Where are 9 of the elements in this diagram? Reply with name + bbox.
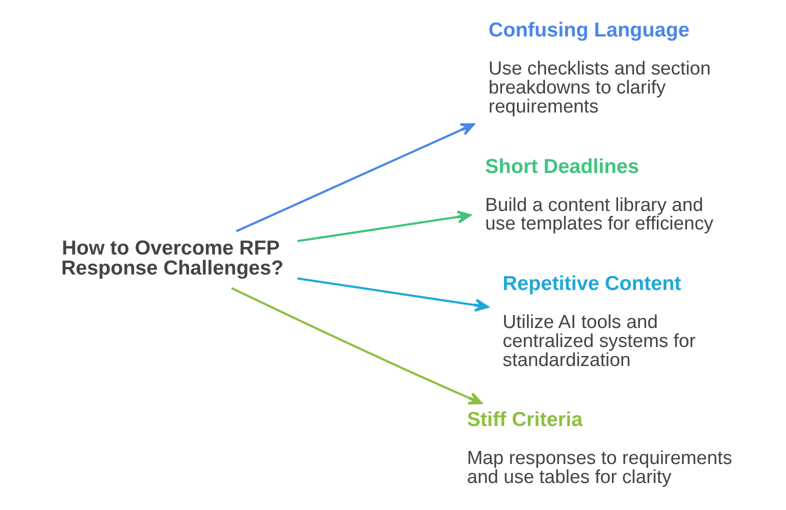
node-text: How to Overcome RFP Response Challenges? [60, 237, 284, 280]
arrow [296, 277, 488, 312]
node-text: Short Deadlines Build a content library and use templates for efficiency [484, 156, 713, 234]
node-text: Repetitive Content Utilize AI tools and centralized systems for standardization [502, 273, 696, 370]
node-text: Stiff Criteria Map responses to requirements and use tables for clarity [466, 409, 732, 488]
arrow [235, 123, 474, 232]
node-text: Confusing Language Use checklists and section breakdowns to clarify requirements [488, 20, 710, 116]
arrow [296, 210, 471, 242]
arrow [230, 287, 482, 404]
